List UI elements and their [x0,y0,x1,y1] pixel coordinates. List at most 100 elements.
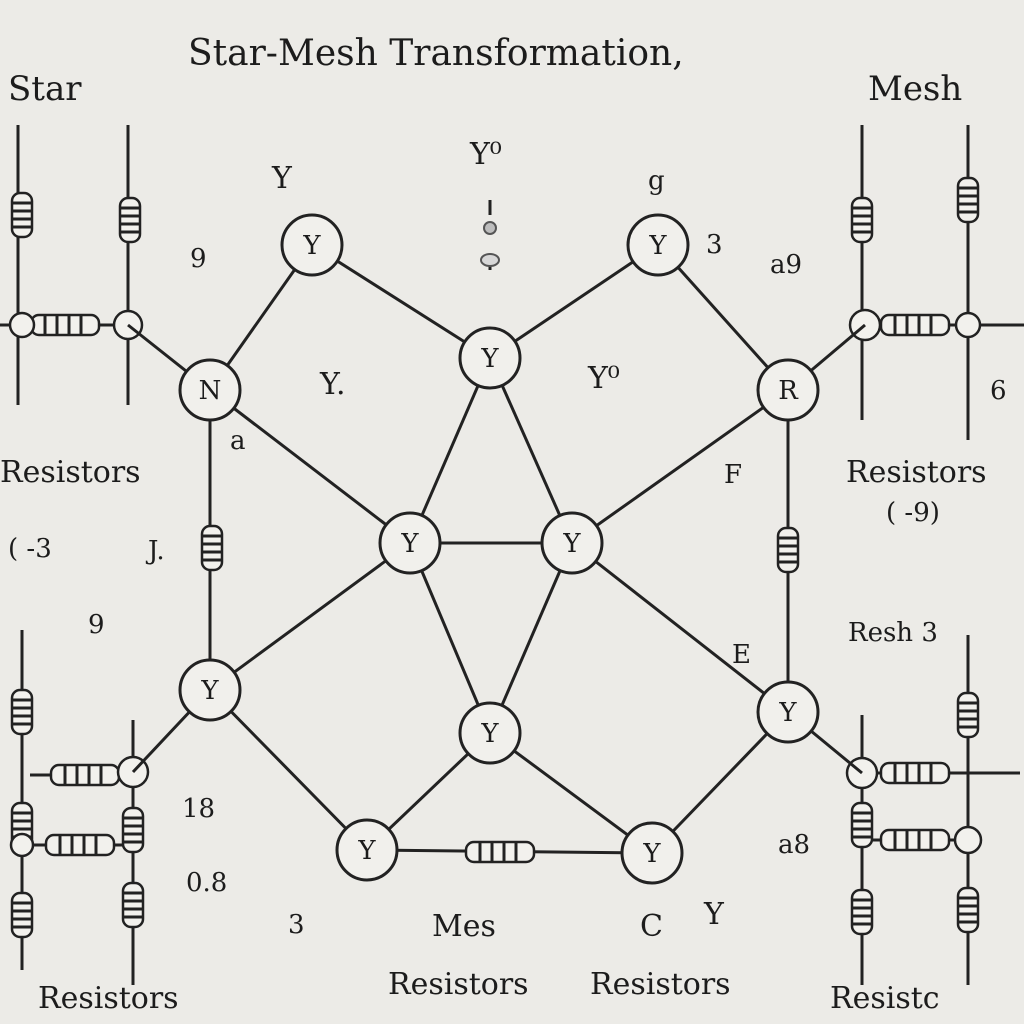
resistor [29,313,101,337]
diagram-title: Star-Mesh Transformation, [188,33,684,74]
label-9-left: 9 [190,244,207,274]
label-c: C [640,909,663,944]
resistors-label-bottom-3: Resistors [590,967,731,1002]
node-br: Y [620,821,684,885]
resistor [879,313,951,337]
node-circle [458,326,522,390]
node-circle [626,213,690,277]
node-label: R [778,376,799,406]
junction [954,311,982,339]
node-label: Y [480,719,499,749]
label-y0-mid: Y⁰ [588,361,620,396]
node-bc: Y [458,701,522,765]
node-mr: Y [756,680,820,744]
resistors-label-bottom-1: Resistors [38,981,179,1016]
resistor [879,761,951,785]
resistor [850,196,874,244]
node-bl: Y [335,818,399,882]
label-paren-right: ( -9) [886,498,940,528]
resistor [118,196,142,244]
label-a9: a9 [770,250,803,280]
node-circle [378,511,442,575]
resistor [480,253,500,267]
resistor [10,191,34,239]
star-label: Star [8,69,82,109]
node-top: Y [458,326,522,390]
node-label: Y [302,231,321,261]
node-circle [178,358,242,422]
label-y0-top: Y⁰ [470,137,502,172]
label-3-tr: 3 [706,230,723,260]
node-label: Y [562,529,581,559]
label-9-left-2: 9 [88,610,105,640]
resistor [121,806,145,854]
resistor [850,888,874,936]
node-n: N [178,358,242,422]
resistor [10,891,34,939]
label-paren-left: ( -3 [8,534,52,564]
node-tr: Y [626,213,690,277]
node-label: Y [648,231,667,261]
side-rails-top-left [0,125,135,405]
label-3-bottom: 3 [288,910,305,940]
node-circle [280,213,344,277]
label-0-8: 0.8 [186,868,228,898]
network-nodes: Y Y Y N R Y Y Y Y Y Y Y [178,213,820,885]
resistor [879,828,951,852]
label-a8: a8 [778,830,811,860]
node-circle [178,658,242,722]
resistor [200,524,224,572]
label-a-left: a [230,426,246,456]
label-y-bottom-right: Y [704,897,724,932]
node-tl: Y [280,213,344,277]
node-circle [620,821,684,885]
label-resh: Resh 3 [848,618,938,648]
resistors-label-bottom-2: Resistors [388,967,529,1002]
label-mes: Mes [432,909,496,944]
node-label: Y [357,836,376,866]
node-label: Y [400,529,419,559]
network-edges [127,243,866,855]
node-ml: Y [178,658,242,722]
node-circle [335,818,399,882]
junction [9,832,35,858]
node-circle [756,680,820,744]
node-cl: Y [378,511,442,575]
resistor [956,176,980,224]
resistor [121,881,145,929]
resistors-label-right: Resistors [846,455,987,490]
node-r: R [756,358,820,422]
junction [112,309,144,341]
label-g: g [648,166,665,196]
node-cr: Y [540,511,604,575]
label-18: 18 [182,794,216,824]
label-6: 6 [990,376,1007,406]
node-circle [756,358,820,422]
node-label: Y [200,676,219,706]
node-circle [540,511,604,575]
resistor [956,691,980,739]
resistor [483,221,497,235]
label-j: J. [148,536,165,566]
side-rails-bottom-left [20,630,135,985]
junction [953,825,983,855]
resistor [10,688,34,736]
junction [8,311,36,339]
resistors-label-left: Resistors [0,455,141,490]
resistc-label: Resistc [830,981,940,1016]
label-y-top-left: Y [272,161,292,196]
node-label: Y [480,344,499,374]
label-e: E [732,640,751,670]
node-label: Y [778,698,797,728]
resistor [49,763,121,787]
label-y-dot: Y. [320,367,346,402]
label-f: F [724,460,743,490]
resistor [464,840,536,864]
node-label: N [199,376,222,406]
resistor [44,833,116,857]
resistor [850,801,874,849]
resistor [956,886,980,934]
side-rails-bottom-right [860,635,1020,985]
node-label: Y [642,839,661,869]
